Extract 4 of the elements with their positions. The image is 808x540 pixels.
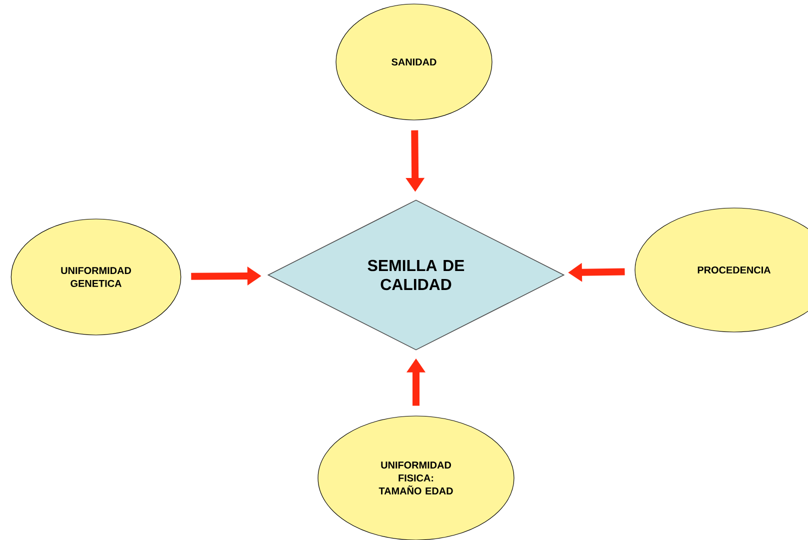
ellipse-node: PROCEDENCIA <box>634 208 808 332</box>
ellipse-node: UNIFORMIDAD FISICA: TAMAÑO EDAD <box>318 416 514 540</box>
ellipse-node: SANIDAD <box>336 4 492 120</box>
ellipse-node: UNIFORMIDAD GENETICA <box>10 218 182 336</box>
